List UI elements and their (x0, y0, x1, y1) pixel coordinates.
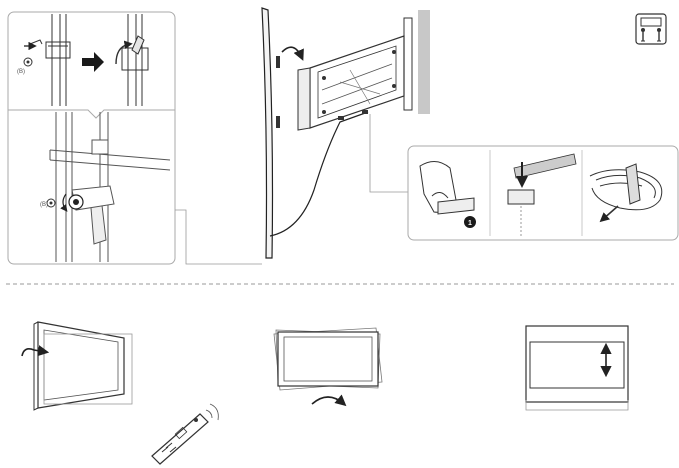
step-arrow-icon (82, 52, 104, 72)
screwdriver-screw-icon (60, 193, 84, 212)
screw-callout-bottom: (B) (40, 202, 48, 208)
connector-line (175, 209, 262, 265)
hand-icon (419, 161, 475, 215)
tilt-diagram (273, 327, 383, 407)
remote-control-icon (151, 403, 219, 465)
screw-icon (23, 39, 43, 67)
bracket-rail-left (45, 14, 71, 106)
screw-small-icon (46, 198, 56, 208)
cable-tie-panel: 1 (407, 145, 679, 241)
wall (418, 10, 430, 114)
two-person-lift-icon (635, 13, 667, 45)
tv-wall-mount (261, 7, 430, 259)
bracket-rail-right (121, 14, 149, 106)
cable-tie-clip-icon (507, 153, 577, 236)
height-adjust-diagram (525, 325, 629, 411)
bundled-cable-icon (589, 163, 663, 223)
swivel-arrow-icon (21, 345, 50, 357)
rotate-arrow-icon (115, 40, 133, 65)
tv-panel-side (261, 7, 274, 259)
swivel-diagram (21, 321, 133, 411)
svg-text:1: 1 (468, 220, 472, 227)
screw-callout-top: (B) (17, 69, 25, 75)
power-cable (269, 111, 369, 237)
tilt-arrow-bottom-icon (311, 394, 347, 407)
step-badge: 1 (464, 216, 476, 228)
frame-detail (49, 112, 171, 262)
screw-detail-panel: (B) (B) (7, 11, 176, 265)
tilt-arrow-icon (281, 46, 304, 61)
